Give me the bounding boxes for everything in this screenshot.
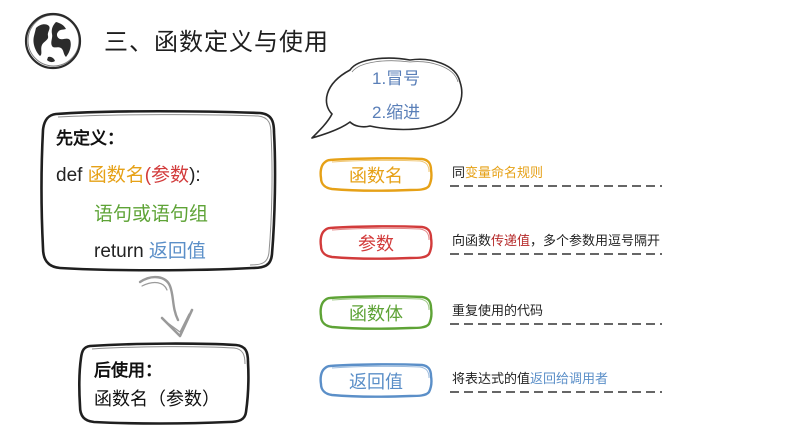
description-text: 同 xyxy=(452,166,466,181)
def-func-name: 函数名 xyxy=(87,165,145,186)
term-label: 函数体 xyxy=(349,304,403,325)
def-return-line: return 返回值 xyxy=(94,236,206,263)
usage-heading: 后使用： xyxy=(94,361,162,381)
speech-bubble-icon xyxy=(311,57,463,139)
dashed-underline xyxy=(450,323,662,325)
term-description: 同变量命名规则 xyxy=(452,162,543,181)
usage-call: 函数名（参数） xyxy=(94,389,220,410)
dashed-underline xyxy=(450,391,662,393)
term-label: 参数 xyxy=(358,234,394,255)
term-description: 重复使用的代码 xyxy=(452,300,543,319)
term-description: 向函数传递值，多个参数用逗号隔开 xyxy=(452,230,660,249)
definition-box xyxy=(40,109,277,272)
def-open-paren: ( xyxy=(144,165,152,186)
usage-box xyxy=(78,342,250,425)
page-title: 三、函数定义与使用 xyxy=(104,28,329,56)
term-box xyxy=(319,295,433,330)
description-highlight: 传递值 xyxy=(491,234,531,249)
term-box xyxy=(319,157,433,192)
bubble-note-indent: 2.缩进 xyxy=(372,103,421,122)
bubble-note-colon: 1.冒号 xyxy=(372,69,421,88)
def-statements: 语句或语句组 xyxy=(94,203,209,225)
description-text: 将表达式的值 xyxy=(452,372,531,387)
return-keyword: return xyxy=(94,241,149,262)
definition-heading: 先定义： xyxy=(56,129,124,149)
term-box xyxy=(319,363,433,398)
def-keyword: def xyxy=(56,165,88,186)
dashed-underline xyxy=(450,253,662,255)
return-value: 返回值 xyxy=(148,241,206,262)
description-text: 重复使用的代码 xyxy=(452,304,544,319)
arrow-down-icon xyxy=(138,275,194,338)
def-param: 参数 xyxy=(151,165,190,186)
globe-icon xyxy=(24,12,82,70)
description-highlight: 返回给调用者 xyxy=(530,372,609,387)
def-signature: def 函数名(参数): xyxy=(56,160,201,187)
term-description: 将表达式的值返回给调用者 xyxy=(452,368,608,387)
description-highlight: 变量命名规则 xyxy=(465,166,544,181)
dashed-underline xyxy=(450,185,662,187)
def-close-paren: ): xyxy=(189,165,201,186)
description-text: ，多个参数用逗号隔开 xyxy=(530,234,661,249)
description-text: 向函数 xyxy=(452,234,492,249)
term-label: 返回值 xyxy=(349,372,403,393)
term-label: 函数名 xyxy=(349,166,403,187)
term-box xyxy=(319,225,433,260)
